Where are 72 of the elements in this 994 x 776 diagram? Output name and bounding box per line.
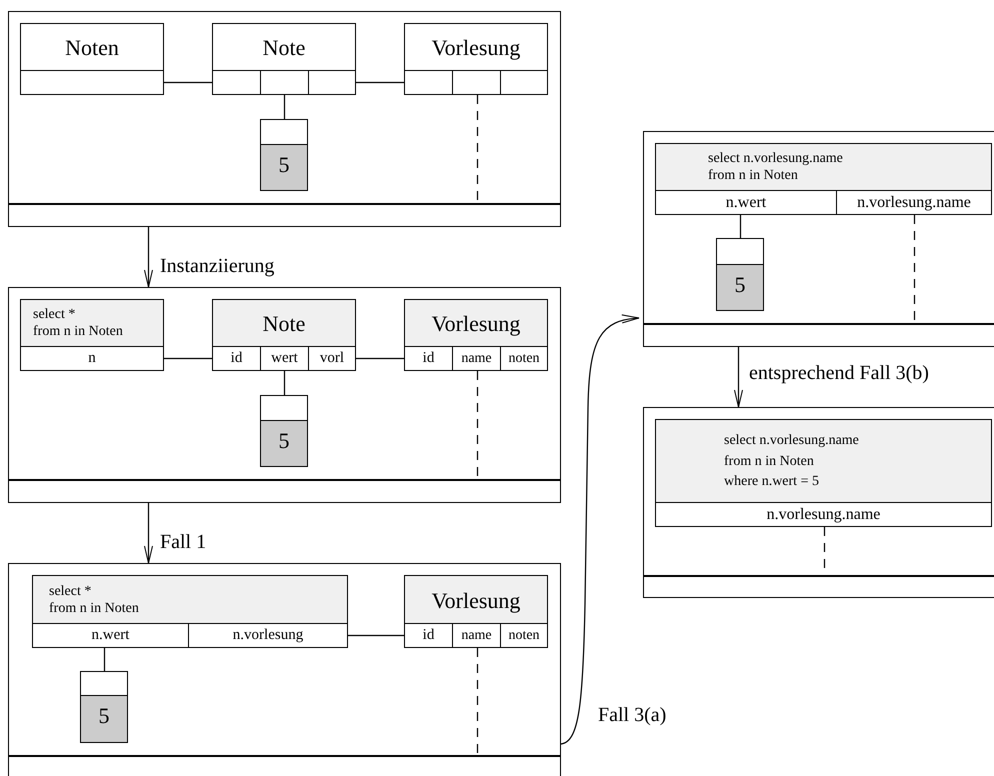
table-title: Vorlesung [432,588,520,614]
edge-label: Fall 3(a) [596,704,668,726]
table-cell: noten [500,623,548,648]
table-cell: n.wert [655,190,837,215]
table-title: Noten [65,34,119,60]
table-title: Note [262,311,306,337]
query-line: from n in Noten [33,324,123,341]
connector-line [356,358,404,360]
table-box [655,419,992,527]
table-box [20,23,164,95]
table-title: Vorlesung [432,34,520,60]
query-line: select * [33,307,76,324]
panel-frame [8,11,561,227]
value-text: 5 [734,272,746,298]
panel-frame [8,563,561,776]
query-line: select n.vorlesung.name [724,432,859,450]
query-line: from n in Noten [49,600,139,618]
table-cell: id [212,346,261,371]
arrow [144,227,153,288]
table-box [404,575,548,648]
table-cell: n.vorlesung.name [836,190,992,215]
table-cell: n.vorlesung.name [655,502,992,527]
query-line: select n.vorlesung.name [708,151,843,168]
connector-line [476,648,478,755]
value-box [260,119,308,191]
value-text: 5 [98,703,110,730]
table-cell: noten [500,346,548,371]
table-cell: wert [260,346,309,371]
arrow [734,347,743,408]
table-cell: n.vorlesung [188,623,348,648]
table-cell: vorl [308,346,356,371]
panel-frame [8,287,561,503]
table-box [404,299,548,371]
connector-line [740,215,742,238]
connector-line [476,371,478,479]
connector-line [348,634,404,636]
edge-label: entsprechend Fall 3(b) [747,362,931,384]
table-cell: n [20,346,164,371]
table-cell: name [452,623,501,648]
connector-line [914,215,916,323]
table-title: Note [262,34,306,60]
connector-line [104,648,106,671]
table-cell: id [404,623,453,648]
table-box [655,143,992,215]
table-title: Vorlesung [432,311,520,337]
value-text: 5 [278,152,290,178]
connector-line [284,95,286,119]
table-cell: id [404,346,453,371]
arrow [144,503,153,564]
value-text: 5 [278,428,290,454]
table-box [20,299,164,371]
table-box [212,299,356,371]
connector-line [356,82,404,84]
query-line: from n in Noten [724,454,814,470]
query-line: from n in Noten [708,168,798,185]
query-line: select * [49,584,92,600]
table-box [404,23,548,95]
connector-line [164,358,212,360]
table-box [212,23,356,95]
query-line: where n.wert = 5 [724,474,819,492]
arrow [560,315,640,745]
panel-frame [643,131,994,347]
value-box [260,395,308,467]
panel-frame [643,407,994,598]
table-cell: name [452,346,501,371]
connector-line [284,371,286,395]
connector-line [476,95,478,203]
value-box [716,238,764,311]
table-cell: n.wert [32,623,189,648]
table-box [32,575,348,648]
value-box [80,671,128,743]
connector-line [164,82,212,84]
